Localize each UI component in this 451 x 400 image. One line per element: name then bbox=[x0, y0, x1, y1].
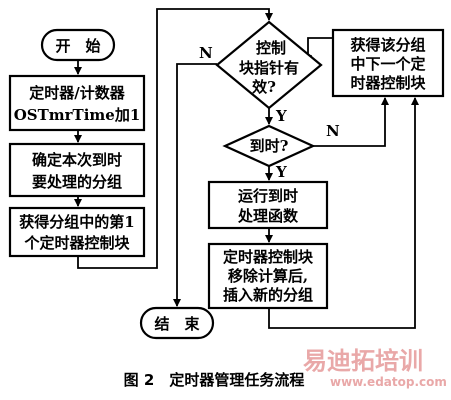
get-first-block-box: 获得分组中的第1 个定时器控制块 bbox=[8, 206, 146, 258]
connectors bbox=[74, 8, 419, 329]
pointer-valid-decision: 控制 块指针有 效? bbox=[215, 20, 323, 110]
edge-pointer-no-to-end bbox=[173, 63, 217, 307]
start-terminal: 开 始 bbox=[40, 28, 116, 62]
get-next-block-line-2: 中下一个定 bbox=[350, 55, 425, 73]
determine-group-box: 确定本次到时 要处理的分组 bbox=[8, 142, 146, 198]
counter-increment-box: 定时器/计数器 OSTmrTime加1 bbox=[8, 74, 146, 132]
run-handler-box: 运行到时 处理函数 bbox=[207, 180, 329, 230]
get-next-block-line-3: 时器控制块 bbox=[350, 74, 426, 92]
get-next-block-box: 获得该分组 中下一个定 时器控制块 bbox=[331, 28, 445, 98]
label-pointer-yes: Y bbox=[275, 107, 287, 125]
determine-group-line-1: 确定本次到时 bbox=[32, 151, 122, 169]
get-first-block-line-1: 获得分组中的第1 bbox=[19, 213, 134, 231]
pointer-valid-line-2: 块指针有 bbox=[239, 59, 299, 77]
end-label: 结 束 bbox=[154, 315, 200, 333]
edge-move-to-next bbox=[268, 97, 419, 329]
get-next-block-line-1: 获得该分组 bbox=[350, 36, 425, 54]
label-pointer-no: N bbox=[199, 44, 213, 62]
watermark-main: 易迪拓培训 bbox=[303, 347, 423, 375]
pointer-valid-line-3: 效? bbox=[252, 78, 276, 96]
end-terminal: 结 束 bbox=[139, 306, 215, 340]
edge-first-to-pointer bbox=[77, 8, 273, 269]
label-timeout-no: N bbox=[326, 122, 340, 140]
run-handler-line-2: 处理函数 bbox=[237, 207, 299, 225]
watermark-sub: www.edatop.com bbox=[330, 375, 447, 389]
get-first-block-line-2: 个定时器控制块 bbox=[23, 234, 130, 252]
pointer-valid-line-1: 控制 bbox=[256, 39, 286, 57]
figure-caption: 图 2 定时器管理任务流程 bbox=[124, 371, 305, 389]
counter-increment-line-1: 定时器/计数器 bbox=[29, 84, 125, 102]
run-handler-line-1: 运行到时 bbox=[238, 187, 298, 205]
start-label: 开 始 bbox=[55, 37, 100, 55]
determine-group-line-2: 要处理的分组 bbox=[32, 173, 122, 191]
label-timeout-yes: Y bbox=[275, 163, 287, 181]
move-block-line-1: 定时器控制块 bbox=[223, 248, 314, 266]
counter-increment-line-2: OSTmrTime加1 bbox=[14, 106, 141, 124]
move-block-line-3: 插入新的分组 bbox=[223, 286, 313, 304]
move-block-box: 定时器控制块 移除计算后, 插入新的分组 bbox=[207, 242, 329, 310]
timeout-decision: 到时? bbox=[222, 124, 316, 168]
move-block-line-2: 移除计算后, bbox=[228, 267, 308, 285]
timeout-label: 到时? bbox=[250, 137, 289, 155]
edge-timeout-no-to-next bbox=[313, 97, 389, 147]
